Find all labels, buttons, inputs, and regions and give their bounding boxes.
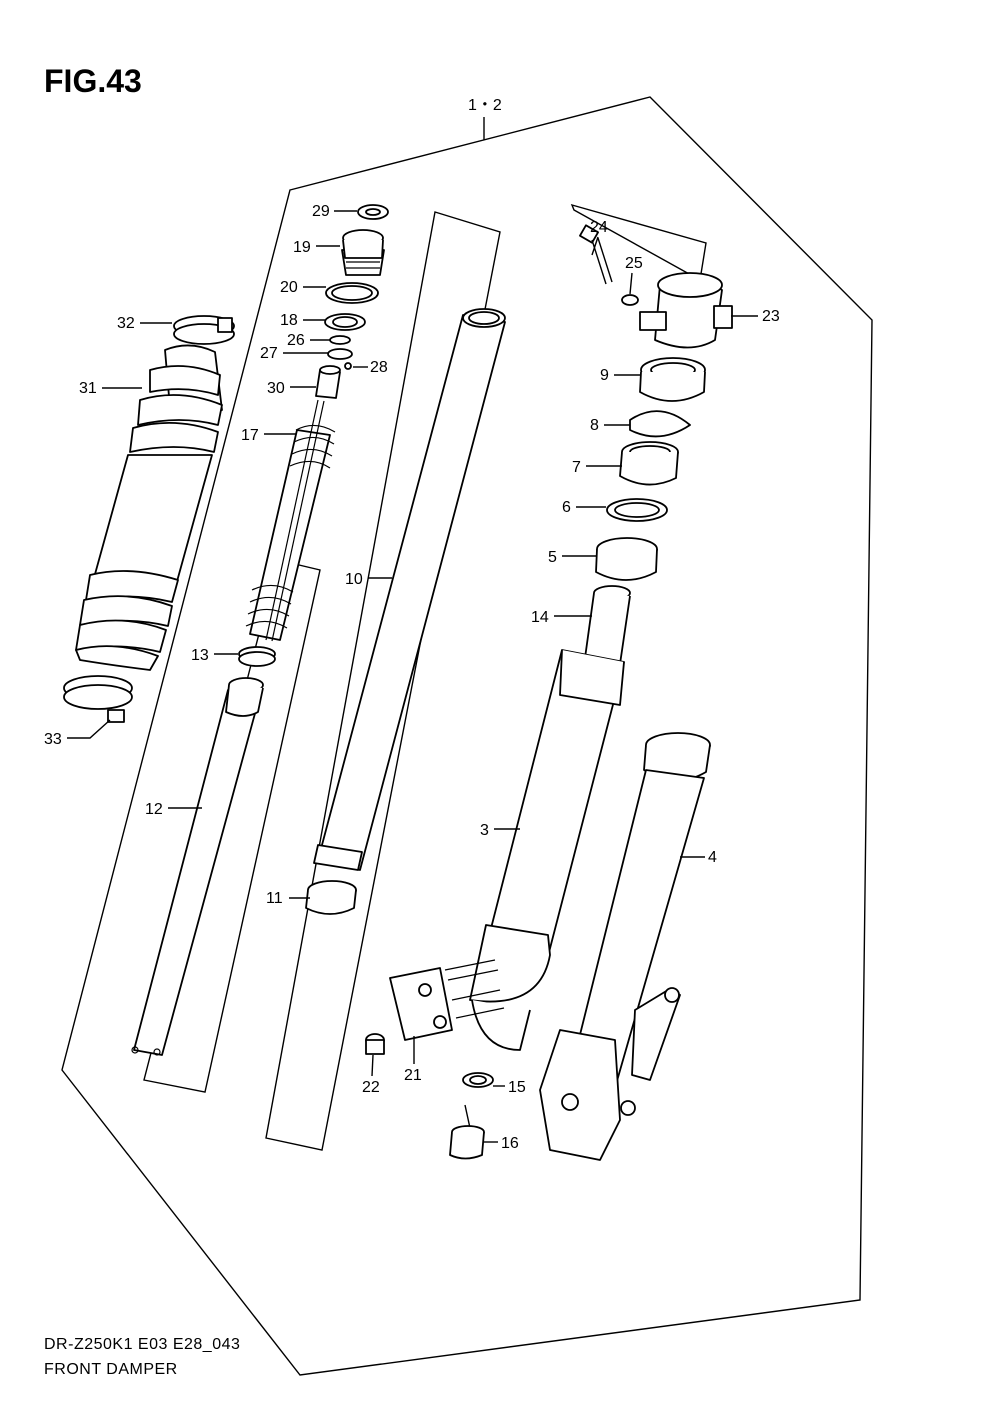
callout-15: 15 — [508, 1079, 526, 1096]
guard-23 — [639, 272, 733, 349]
cap-19 — [341, 229, 385, 276]
callout-31: 31 — [79, 380, 97, 397]
callout-11: 11 — [266, 890, 283, 907]
callout-22: 22 — [362, 1079, 380, 1096]
assembly-outline — [61, 96, 873, 1376]
callout-12: 12 — [145, 801, 163, 818]
callout-1-2: 1・2 — [468, 97, 502, 114]
callout-13: 13 — [191, 647, 209, 664]
valve-30 — [315, 365, 341, 399]
clip-8 — [629, 410, 691, 438]
washer-27-26-18-28 — [324, 313, 366, 370]
figure-title: FIG.43 — [44, 63, 142, 99]
leader-33 — [67, 719, 111, 739]
callout-21: 21 — [404, 1067, 422, 1084]
seal-9 — [639, 357, 706, 402]
callout-32: 32 — [117, 315, 135, 332]
callout-4: 4 — [708, 849, 717, 866]
leader-25 — [629, 272, 633, 295]
bushing-5 — [595, 537, 658, 581]
callout-20: 20 — [280, 279, 298, 296]
clamp-33 — [63, 675, 133, 723]
leader-24 — [591, 236, 599, 256]
clamp-32 — [173, 315, 235, 345]
section-name: FRONT DAMPER — [44, 1361, 178, 1378]
callout-27: 27 — [260, 345, 278, 362]
washer-29 — [357, 204, 389, 220]
callout-9: 9 — [600, 367, 609, 384]
washer-6 — [606, 498, 668, 522]
callout-33: 33 — [44, 731, 62, 748]
callout-28: 28 — [370, 359, 388, 376]
inner-tube-group-outline — [265, 211, 501, 1151]
bolt-16 — [449, 1104, 485, 1160]
inner-tube-10 — [313, 308, 506, 871]
inner-tube-3 — [469, 649, 625, 1051]
callout-6: 6 — [562, 499, 571, 516]
callout-10: 10 — [345, 571, 363, 588]
callout-14: 14 — [531, 609, 549, 626]
callout-18: 18 — [280, 312, 298, 329]
callout-24: 24 — [590, 219, 608, 236]
callout-26: 26 — [287, 332, 305, 349]
rod-12 — [131, 677, 264, 1056]
callout-16: 16 — [501, 1135, 519, 1152]
model-code: DR-Z250K1 E03 E28_043 — [44, 1336, 240, 1353]
washer-15 — [462, 1072, 494, 1088]
callout-23: 23 — [762, 308, 780, 325]
leader-22 — [371, 1054, 374, 1077]
washer-25 — [621, 294, 639, 306]
fork-boot-31 — [75, 344, 223, 671]
callout-5: 5 — [548, 549, 557, 566]
bushing-11 — [305, 880, 357, 915]
callout-8: 8 — [590, 417, 599, 434]
spring-17 — [245, 399, 336, 642]
oring-20 — [325, 282, 379, 304]
callout-30: 30 — [267, 380, 285, 397]
holder-21 — [389, 959, 505, 1041]
callout-19: 19 — [293, 239, 311, 256]
seal-7 — [619, 441, 679, 486]
bolt-22 — [365, 1033, 385, 1055]
inner-bushing-14 — [584, 585, 631, 665]
callout-7: 7 — [572, 459, 581, 476]
callout-17: 17 — [241, 427, 259, 444]
callout-3: 3 — [480, 822, 489, 839]
ring-13 — [238, 646, 276, 667]
callout-29: 29 — [312, 203, 330, 220]
callout-25: 25 — [625, 255, 643, 272]
outer-tube-4 — [539, 732, 711, 1161]
